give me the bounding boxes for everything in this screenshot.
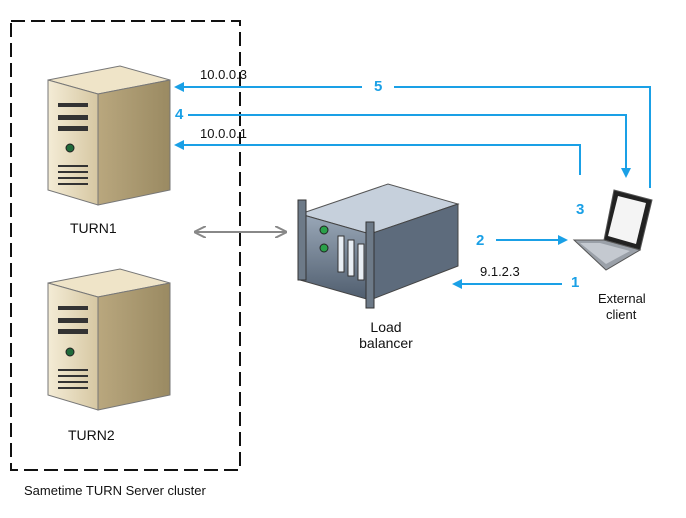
load-balancer-label-line1: Load — [370, 319, 402, 335]
flow-3-arrow — [174, 140, 581, 175]
turn2-label: TURN2 — [68, 427, 115, 443]
flow-4-step: 4 — [175, 106, 184, 123]
turn1-label: TURN1 — [70, 220, 117, 236]
turn2-server-icon — [47, 268, 171, 411]
flow-2-step: 2 — [476, 232, 485, 249]
load-balancer-label-line2: balancer — [359, 335, 413, 351]
flow-4-arrow — [188, 114, 631, 178]
client-label-line1: External — [598, 291, 646, 306]
flow-5-address: 10.0.0.3 — [200, 67, 247, 82]
client-label-line2: client — [606, 307, 637, 322]
flow-1-address: 9.1.2.3 — [480, 264, 520, 279]
cluster-boundary — [10, 20, 241, 471]
laptop-icon — [572, 189, 653, 271]
turn1-server-icon — [47, 65, 171, 206]
cluster-label: Sametime TURN Server cluster — [24, 483, 206, 498]
load-balancer-icon — [297, 183, 460, 309]
flow-5-step: 5 — [374, 78, 383, 95]
flow-3-step: 3 — [576, 201, 585, 218]
flow-1-step: 1 — [571, 274, 580, 291]
flow-3-address: 10.0.0.1 — [200, 126, 247, 141]
flow-5-arrow — [394, 86, 651, 188]
